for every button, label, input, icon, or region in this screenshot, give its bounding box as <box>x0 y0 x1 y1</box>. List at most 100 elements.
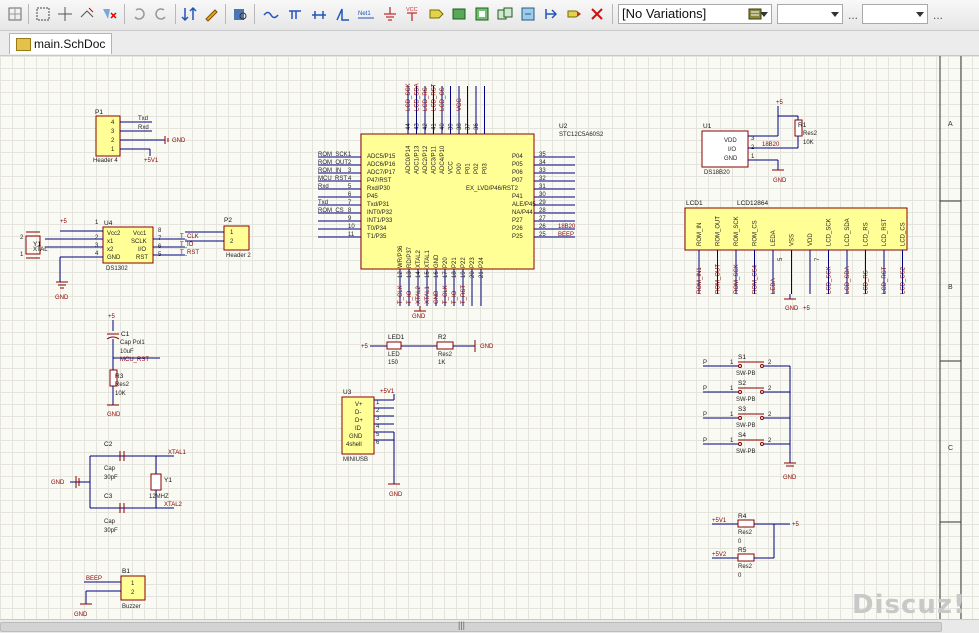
scroll-grip: ||| <box>458 620 466 630</box>
more-dots-2[interactable]: ... <box>933 8 944 22</box>
wire-icon[interactable] <box>262 5 280 23</box>
svg-text:STC12C5A60S2: STC12C5A60S2 <box>559 132 604 138</box>
mcu-left-pinnum: 6 <box>348 192 352 198</box>
svg-text:2: 2 <box>95 235 99 241</box>
mcu-right-pin: P04 <box>512 154 523 160</box>
svg-text:6: 6 <box>376 440 380 446</box>
cross-probe-icon[interactable] <box>180 5 198 23</box>
switch-net: P <box>703 360 707 366</box>
secondary-combo[interactable] <box>777 4 843 24</box>
mcu-bottom-pinnum: 20 <box>470 271 476 278</box>
mcu-left-pinnum: 8 <box>348 208 352 214</box>
svg-text:R4: R4 <box>738 513 747 520</box>
deselect-icon[interactable] <box>78 5 96 23</box>
gnd-port-icon[interactable] <box>381 5 399 23</box>
mcu-bottom-pinnum: 16 <box>434 271 440 278</box>
svg-text:+5: +5 <box>803 306 811 312</box>
resistors-r4-r5[interactable]: +5V1 +5 R4 Res2 0 +5V2 R5 Res2 0 <box>712 513 800 579</box>
lcd-net: ROM_IN1 <box>697 267 703 294</box>
part-icon[interactable] <box>427 5 445 23</box>
rtc-ds1302[interactable]: Vcc2 x1 x2 GND Vcc1 SCLK I/O RST 1 2 3 4… <box>20 219 199 301</box>
tertiary-combo[interactable] <box>862 4 928 24</box>
variant-manager-icon[interactable] <box>746 5 764 23</box>
buzzer-b1[interactable]: B1 1 2 GND BEEP Buzzer <box>74 568 146 618</box>
usb-connector-u3[interactable]: U3 V+ D- D+ ID GND 4shell 1 2 3 4 5 6 GN… <box>341 389 403 498</box>
mcu-left-pin: T1/P35 <box>367 234 387 240</box>
header-p1[interactable]: P1 4 3 2 1 Txd Rxd GND +5V1 Header 4 <box>93 109 186 164</box>
no-erc-icon[interactable] <box>588 5 606 23</box>
off-sheet-icon[interactable] <box>565 5 583 23</box>
tab-main-schdoc[interactable]: main.SchDoc <box>9 33 113 54</box>
pencil-icon[interactable] <box>202 5 220 23</box>
lcd-lcd12864[interactable]: LCD1 LCD12864 ROM_INROM_IN1ROM_OUTROM_OU… <box>684 200 908 312</box>
mcu-left-pin: ADC6/P16 <box>367 162 396 168</box>
mcu-left-pinnum: 10 <box>348 224 355 230</box>
device-sheet-icon[interactable] <box>496 5 514 23</box>
sheet-entry-icon[interactable] <box>473 5 491 23</box>
svg-text:5: 5 <box>376 432 380 438</box>
reset-circuit-c1[interactable]: +5 C1 Cap Pol1 10uF MCU_RST R3 Res2 10K … <box>106 314 160 418</box>
crystal-circuit-y1[interactable]: GND C2 Cap 30pF C3 Cap 30pF Y1 12MHZ XTA… <box>51 441 187 534</box>
move-icon[interactable] <box>56 5 74 23</box>
net-name-icon[interactable]: Net1 <box>357 5 375 23</box>
mcu-bottom-pin: WR/P36 <box>398 245 404 268</box>
switch-name: SW-PB <box>736 371 756 377</box>
switch-pin2: 2 <box>768 412 772 418</box>
power-led-led1[interactable]: +5 GND LED1 LED 150 R2 Res2 1K <box>361 334 494 366</box>
mcu-right-pin: P26 <box>512 226 523 232</box>
mcu-right-pinnum: 33 <box>539 168 546 174</box>
mcu-bottom-pinnum: 18 <box>452 271 458 278</box>
svg-text:4: 4 <box>95 251 99 257</box>
svg-text:GND: GND <box>724 156 738 162</box>
switch-net: P <box>703 438 707 444</box>
lcd-net: LCD_CS2 <box>901 266 907 294</box>
scrollbar-thumb[interactable] <box>0 622 942 632</box>
sheet-symbol-icon[interactable] <box>450 5 468 23</box>
svg-text:T_CLK: T_CLK <box>180 234 199 240</box>
svg-text:Vcc1: Vcc1 <box>133 231 147 237</box>
port-icon[interactable] <box>542 5 560 23</box>
bus-icon[interactable] <box>286 5 304 23</box>
redo-icon[interactable] <box>152 5 170 23</box>
temp-sensor-ds18b20[interactable]: U1 VDD I/O GND 3 2 1 GND +5 R1 Res2 10K … <box>701 100 818 184</box>
schematic-canvas[interactable]: A B C P1 4 3 2 1 Txd Rxd GND +5V1 Header… <box>0 56 979 619</box>
mcu-right-pin: P05 <box>512 162 523 168</box>
switch-name: SW-PB <box>736 449 756 455</box>
mcu-bottom-pin: XTAL1 <box>425 249 431 268</box>
more-dots[interactable]: ... <box>848 8 859 22</box>
variations-combo[interactable]: [No Variations] <box>618 4 772 24</box>
mcu-right-pin: P25 <box>512 234 523 240</box>
mcu-bottom-pinnum: 17 <box>443 271 449 278</box>
clear-filter-icon[interactable] <box>100 5 118 23</box>
net-label-icon[interactable] <box>334 5 352 23</box>
harness-icon[interactable] <box>519 5 537 23</box>
grid-icon[interactable] <box>6 5 24 23</box>
svg-text:+5: +5 <box>776 100 784 106</box>
mcu-bottom-pinnum: 14 <box>416 271 422 278</box>
horizontal-scrollbar[interactable]: ||| <box>0 619 979 633</box>
mcu-right-pinnum: 35 <box>539 152 546 158</box>
mcu-left-pin: INT1/P33 <box>367 218 393 224</box>
lcd-net: LEDA <box>771 278 777 294</box>
svg-text:LCD12864: LCD12864 <box>737 200 768 207</box>
switch-pin1: 1 <box>730 386 734 392</box>
browse-library-icon[interactable] <box>231 5 249 23</box>
bus-entry-icon[interactable] <box>310 5 328 23</box>
mcu-right-net: BEEP <box>558 232 574 238</box>
header-p2[interactable]: P2 1 2 Header 2 <box>185 217 251 259</box>
switch-ref: S2 <box>738 380 746 387</box>
mcu-left-pinnum: 11 <box>348 232 355 238</box>
mcu-top-pinnum: 36 <box>474 123 480 130</box>
chevron-down-icon <box>760 12 768 17</box>
mcu-top-pinnum: 39 <box>449 123 455 130</box>
svg-text:Res2: Res2 <box>115 382 130 388</box>
watermark-logo: Discuz! <box>852 590 966 620</box>
undo-icon[interactable] <box>130 5 148 23</box>
switch-ref: S3 <box>738 406 746 413</box>
mcu-bottom-net: XTAL2 <box>416 285 422 304</box>
select-rect-icon[interactable] <box>34 5 52 23</box>
mcu-stc12c5a60s2[interactable]: U2 STC12C5A60S2 ADC5/P151ROM_SCKADC6/P16… <box>318 83 604 320</box>
svg-text:BEEP: BEEP <box>86 576 102 582</box>
vcc-port-icon[interactable]: VCC <box>403 5 421 23</box>
